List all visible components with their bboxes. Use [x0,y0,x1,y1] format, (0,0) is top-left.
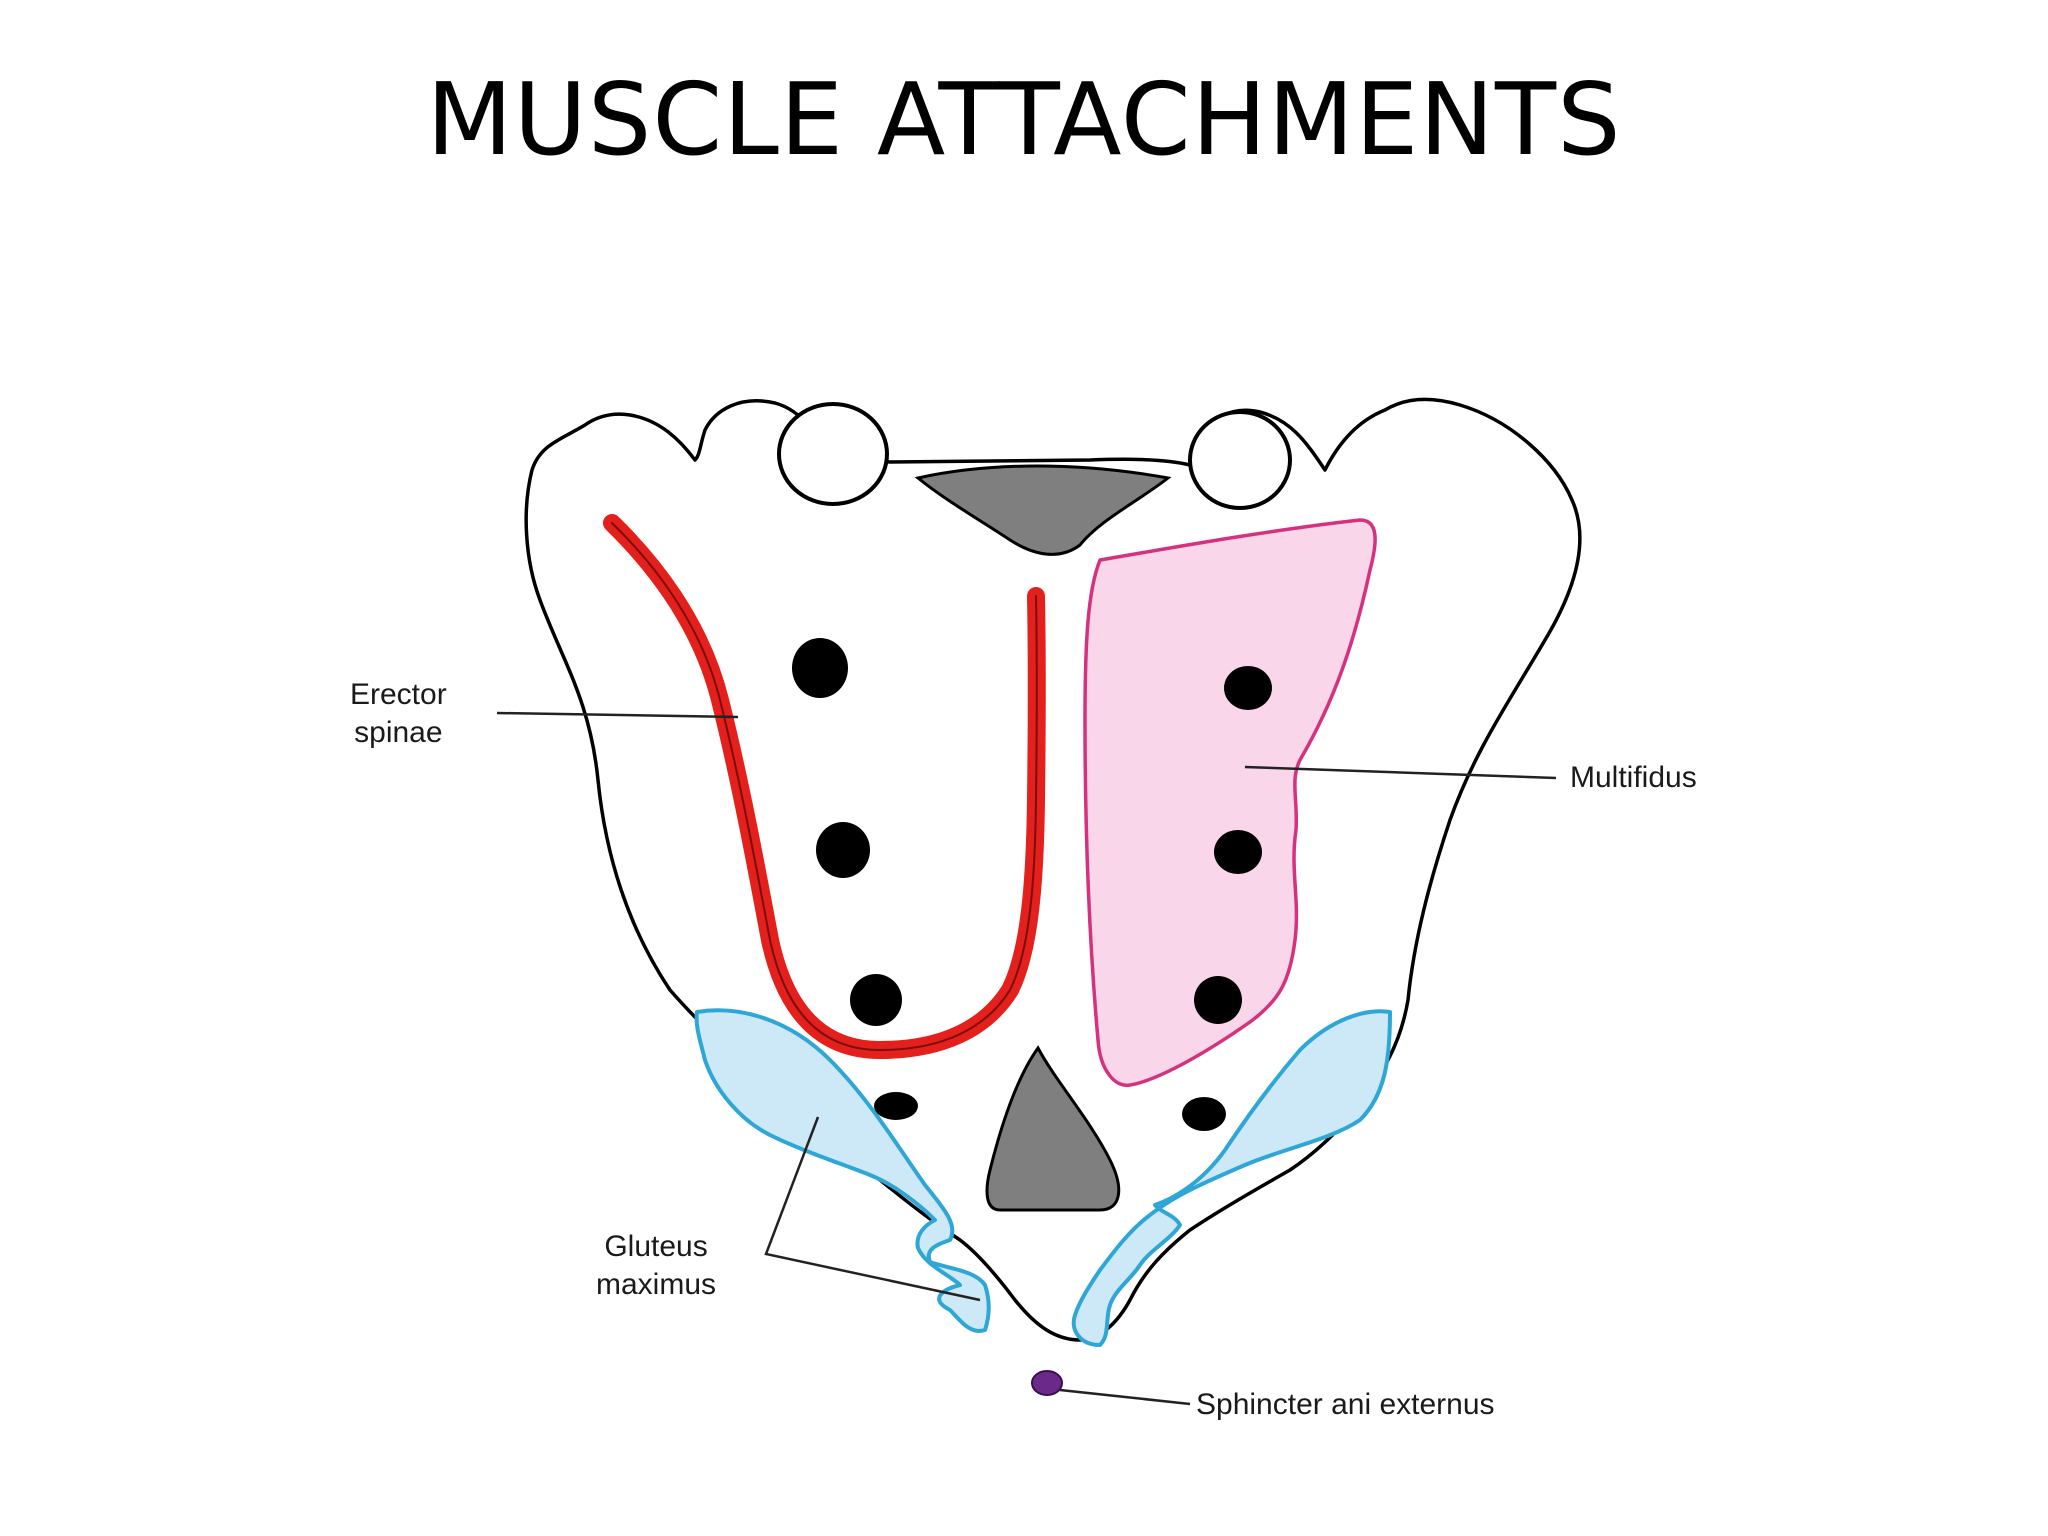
foramen-left-1 [792,638,848,698]
slide-title: MUSCLE ATTACHMENTS [426,61,1622,178]
foramen-right-4 [1182,1097,1226,1131]
foramen-right-2 [1214,830,1262,874]
leader-multifidus [1244,765,1557,780]
erector-spinae-label-line2: spinae [354,715,443,749]
left-articular-process [777,402,889,506]
sphincter-ani-externus-region [1031,1370,1063,1396]
leader-gluteus-maximus [764,1116,981,1302]
erector-spinae-edge [611,522,1038,1052]
gluteus-maximus-right [1071,1009,1392,1347]
gluteus-maximus-label-line1: Gluteus [604,1230,708,1263]
leader-erector-spinae [496,711,739,719]
sacral-hiatus [985,1045,1121,1212]
sphincter-ani-externus-label: Sphincter ani externus [1196,1388,1495,1421]
right-articular-process [1188,410,1292,510]
foramen-left-3 [850,974,902,1026]
gluteus-maximus-label-line2: maximus [596,1267,717,1301]
foramen-left-4 [874,1092,918,1120]
multifidus-label: Multifidus [1570,761,1697,794]
leader-sphincter-ani-externus [1059,1388,1191,1406]
sacral-canal-top [914,464,1172,556]
foramen-right-3 [1194,976,1242,1024]
erector-spinae-label-line1: Erector [350,678,447,711]
multifidus-region [1083,518,1377,1087]
gluteus-maximus-left [694,1008,991,1333]
foramen-left-2 [816,822,870,878]
foramen-right-1 [1224,666,1272,710]
erector-spinae-label: Erector spinae [350,676,447,751]
gluteus-maximus-label: Gluteus maximus [596,1228,716,1303]
